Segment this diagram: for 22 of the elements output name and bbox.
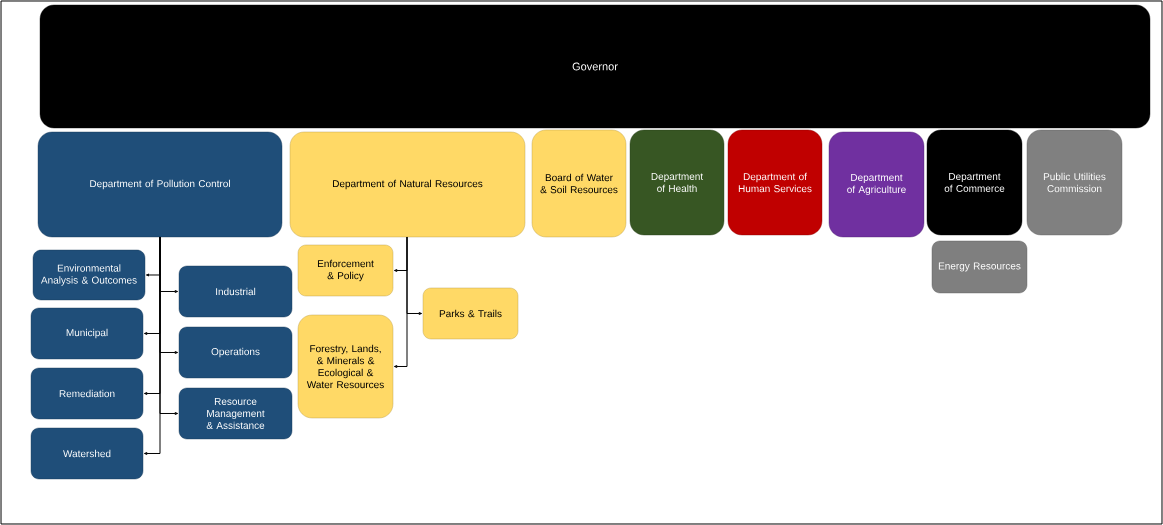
department-box: Department of Pollution Control bbox=[37, 131, 283, 238]
division-box: Remediation bbox=[30, 367, 144, 420]
division-box: Industrial bbox=[178, 265, 293, 318]
division-box: Enforcement & Policy bbox=[297, 244, 394, 297]
division-box: Parks & Trails bbox=[422, 287, 519, 340]
division-box: Forestry, Lands, & Minerals & Ecological & Water Resources bbox=[297, 314, 394, 419]
department-box: Department of Health bbox=[629, 129, 725, 236]
department-box: Department of Human Services bbox=[727, 129, 823, 236]
division-box: Resource Management & Assistance bbox=[178, 387, 293, 440]
division-box: Watershed bbox=[30, 427, 144, 480]
division-box: Energy Resources bbox=[931, 240, 1028, 294]
department-box: Department of Natural Resources bbox=[289, 131, 526, 238]
department-box: Public Utilities Commission bbox=[1026, 129, 1123, 236]
department-box: Department of Commerce bbox=[926, 129, 1023, 236]
division-box: Municipal bbox=[30, 307, 144, 360]
arrow bbox=[143, 236, 161, 455]
division-box: Operations bbox=[178, 326, 293, 379]
arrow bbox=[393, 236, 408, 368]
banner-box: Governor bbox=[39, 4, 1151, 129]
division-box: Environmental Analysis & Outcomes bbox=[32, 249, 146, 301]
department-box: Department of Agriculture bbox=[828, 131, 925, 238]
department-box: Board of Water & Soil Resources bbox=[531, 129, 627, 238]
